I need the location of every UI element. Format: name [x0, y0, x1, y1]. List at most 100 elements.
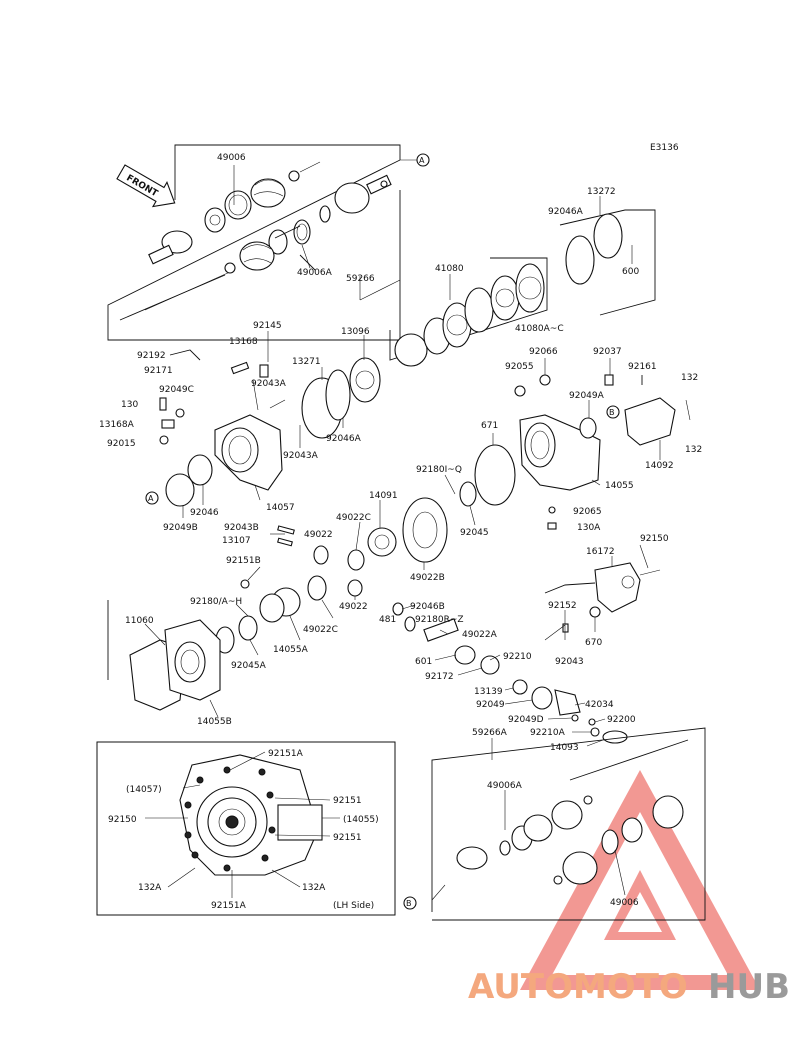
label-670: 670	[585, 638, 602, 648]
label-49022: 49022	[304, 530, 333, 540]
oring-670	[589, 606, 601, 618]
callout-b-right: B	[606, 405, 620, 419]
inset-label-92151-2: 92151	[333, 833, 362, 843]
label-92210a: 92210A	[530, 728, 566, 738]
label-92200: 92200	[607, 715, 636, 725]
label-92049d: 92049D	[508, 715, 544, 725]
label-92015: 92015	[107, 439, 136, 449]
inset-label-132a-r: 132A	[302, 883, 326, 893]
label-600: 600	[622, 267, 639, 277]
label-92065: 92065	[573, 507, 602, 517]
label-92151b: 92151B	[226, 556, 261, 566]
label-92180rz: 92180R~Z	[415, 615, 464, 625]
label-92066: 92066	[529, 347, 558, 357]
part-92055	[514, 385, 526, 397]
housing-14055	[459, 374, 691, 530]
pinion-49022a	[423, 618, 459, 642]
seal-92049b	[165, 473, 195, 507]
label-49022b: 49022B	[410, 573, 445, 583]
ring-13272	[565, 235, 595, 285]
label-92043b: 92043B	[224, 523, 259, 533]
label-92049a: 92049A	[569, 391, 605, 401]
label-13107: 13107	[222, 536, 251, 546]
label-92210: 92210	[503, 652, 532, 662]
part-labels: 49006 49006A 59266 13272 92046A 600 4108…	[99, 153, 702, 911]
ring-gear-49022b	[402, 497, 448, 563]
label-14055b: 14055B	[197, 717, 232, 727]
label-92145: 92145	[253, 321, 282, 331]
label-92046: 92046	[190, 508, 219, 518]
label-14055: 14055	[605, 481, 634, 491]
label-14091: 14091	[369, 491, 398, 501]
cv-stub-shaft	[148, 244, 174, 265]
clutch-plate-3	[464, 287, 494, 333]
callout-b-bottom: B	[403, 896, 417, 910]
label-92192: 92192	[137, 351, 166, 361]
watermark-part2: HUB	[708, 967, 790, 1007]
callout-a-top: A	[400, 153, 430, 167]
svg-text:B: B	[609, 408, 615, 417]
label-59266: 59266	[346, 274, 375, 284]
plate-13272	[593, 213, 623, 259]
cv-bearing-cage	[204, 207, 226, 233]
callout-a-mid: A	[145, 491, 159, 505]
inset-label-132a-l: 132A	[138, 883, 162, 893]
label-92045: 92045	[460, 528, 489, 538]
label-13271: 13271	[292, 357, 321, 367]
gear-13096	[349, 357, 381, 403]
gear-disc-1	[394, 333, 428, 367]
label-49022c-top: 49022C	[336, 513, 371, 523]
label-92045a: 92045A	[231, 661, 267, 671]
watermark-logo	[520, 770, 760, 990]
gear-49022c-2	[307, 575, 327, 601]
label-92049: 92049	[476, 700, 505, 710]
label-130: 130	[121, 400, 138, 410]
cv-joint-inner	[334, 182, 370, 214]
inset-label-92151a-bot: 92151A	[211, 901, 247, 911]
label-92152: 92152	[548, 601, 577, 611]
label-92043: 92043	[555, 657, 584, 667]
label-92043a-1: 92043A	[251, 379, 287, 389]
label-49006a-top: 49006A	[297, 268, 333, 278]
label-92049b: 92049B	[163, 523, 198, 533]
label-13168: 13168	[229, 337, 258, 347]
label-14092: 14092	[645, 461, 674, 471]
label-11060: 11060	[125, 616, 154, 626]
inset-bolts	[184, 766, 276, 872]
bearing-92045	[459, 481, 477, 507]
inset-label-92151a-top: 92151A	[268, 749, 304, 759]
inset-label-14055: (14055)	[343, 815, 379, 825]
gear-49022	[313, 545, 329, 565]
diagram-code: E3136	[650, 143, 679, 153]
bearing-92049	[531, 686, 553, 710]
label-14093: 14093	[550, 743, 579, 753]
label-49022-2: 49022	[339, 602, 368, 612]
seal-92049a	[579, 417, 597, 439]
label-13139: 13139	[474, 687, 503, 697]
yoke-42034	[554, 689, 581, 716]
label-13168a: 13168A	[99, 420, 135, 430]
inset-label-92150: 92150	[108, 815, 137, 825]
svg-text:A: A	[419, 156, 425, 165]
label-41080ac: 41080A~C	[515, 324, 564, 334]
label-13096: 13096	[341, 327, 370, 337]
label-92172: 92172	[425, 672, 454, 682]
watermark-text: AUTOMOTO HUB	[468, 967, 790, 1007]
label-92055: 92055	[505, 362, 534, 372]
rear-drive-shaft-group	[431, 727, 706, 921]
label-92150-top: 92150	[640, 534, 669, 544]
label-132-2: 132	[685, 445, 702, 455]
inset-label-92151-1: 92151	[333, 796, 362, 806]
bearing-92046	[187, 454, 213, 486]
motor-16172	[544, 562, 661, 641]
gear-49022-2	[347, 579, 363, 597]
label-92043a-2: 92043A	[283, 451, 319, 461]
boot-band	[288, 170, 300, 182]
front-direction-arrow: FRONT	[116, 164, 176, 208]
cv-joint-outer-b	[456, 846, 488, 870]
cv-boot-b	[551, 800, 583, 830]
pinion-shaft-group	[392, 602, 628, 744]
label-92171: 92171	[144, 366, 173, 376]
cv-joint-inner-b	[652, 795, 684, 829]
label-92046b: 92046B	[410, 602, 445, 612]
